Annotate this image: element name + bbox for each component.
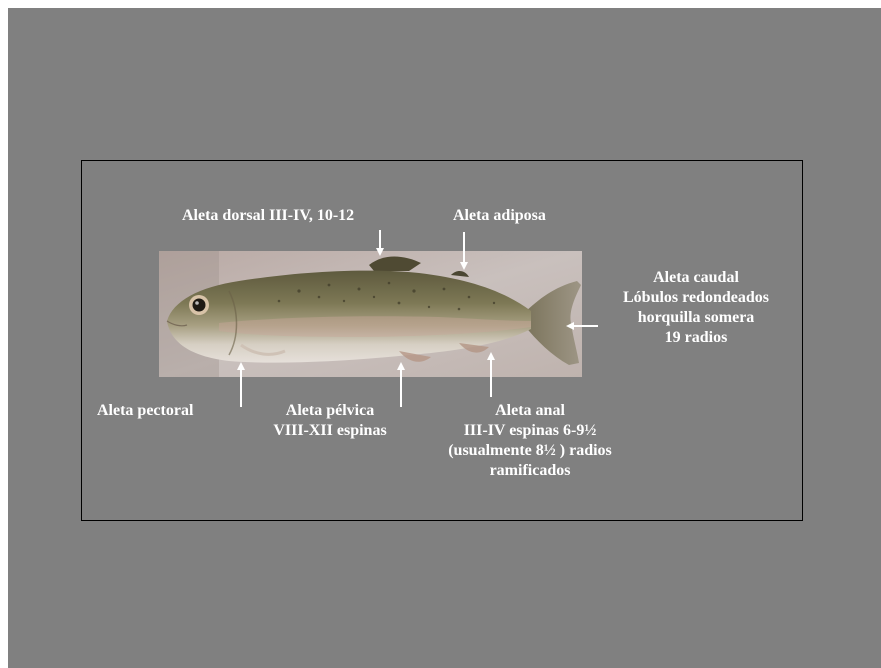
pelvica-line-1: Aleta pélvica [252,401,408,421]
label-aleta-adiposa: Aleta adiposa [453,206,546,226]
caudal-line-4: 19 radios [596,328,796,348]
label-aleta-caudal: Aleta caudal Lóbulos redondeados horquil… [596,268,796,348]
caudal-line-2: Lóbulos redondeados [596,288,796,308]
anal-line-1: Aleta anal [412,401,648,421]
caudal-line-3: horquilla somera [596,308,796,328]
pelvica-line-2: VIII-XII espinas [252,421,408,441]
label-aleta-pelvica: Aleta pélvica VIII-XII espinas [252,401,408,441]
caudal-line-1: Aleta caudal [596,268,796,288]
fish-photo [159,251,582,377]
fish-illustration [159,251,582,377]
anal-line-2: III-IV espinas 6-9½ [412,421,648,441]
anal-line-3: (usualmente 8½ ) radios [412,441,648,461]
anal-line-4: ramificados [412,461,648,481]
label-aleta-dorsal: Aleta dorsal III-IV, 10-12 [182,206,354,226]
label-aleta-anal: Aleta anal III-IV espinas 6-9½ (usualmen… [412,401,648,481]
label-aleta-pectoral: Aleta pectoral [97,401,193,421]
